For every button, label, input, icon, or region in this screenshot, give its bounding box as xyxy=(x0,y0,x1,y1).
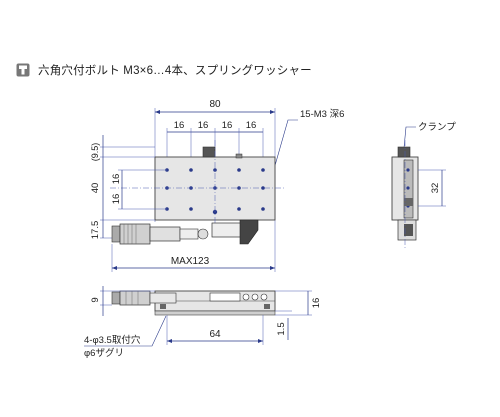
dim-80: 80 xyxy=(209,99,221,110)
dim-pitch-1: 16 xyxy=(174,120,185,131)
dim-max123: MAX123 xyxy=(171,256,210,267)
dim-40: 40 xyxy=(90,183,101,194)
top-view: 80 16 16 16 16 15-M3 深6 xyxy=(90,99,344,272)
dim-9: 9 xyxy=(90,297,101,302)
mount-hole-note-1: 4-φ3.5取付穴 xyxy=(84,334,141,346)
hex-socket-bolt-icon xyxy=(16,63,30,77)
bolt-note-text: 六角穴付ボルト M3×6…4本、スプリングワッシャー xyxy=(38,65,312,77)
mount-hole-note-2: φ6ザグリ xyxy=(84,347,124,359)
dim-16-v2: 16 xyxy=(111,194,122,205)
dim-1-5: 1.5 xyxy=(276,322,287,335)
tap-note: 15-M3 深6 xyxy=(300,109,344,120)
dim-pitch-4: 16 xyxy=(246,120,257,131)
dim-32: 32 xyxy=(430,183,441,194)
clamp-knob-top xyxy=(202,146,216,158)
micrometer-head xyxy=(111,219,259,245)
clamp-label: クランプ xyxy=(418,122,456,133)
side-view: クランプ 32 xyxy=(391,122,456,248)
bolt-note-header: 六角穴付ボルト M3×6…4本、スプリングワッシャー xyxy=(16,60,312,80)
dim-pitch-2: 16 xyxy=(198,120,209,131)
dim-9-5: (9.5) xyxy=(90,143,100,162)
front-view: 9 16 1.5 64 4-φ3.5取付穴 φ6ザグリ xyxy=(84,286,322,359)
dim-64: 64 xyxy=(209,329,221,340)
dim-16-front: 16 xyxy=(311,298,322,309)
dim-pitch-3: 16 xyxy=(222,120,233,131)
dim-17-5: 17.5 xyxy=(90,221,101,240)
dim-16-v1: 16 xyxy=(111,174,122,185)
